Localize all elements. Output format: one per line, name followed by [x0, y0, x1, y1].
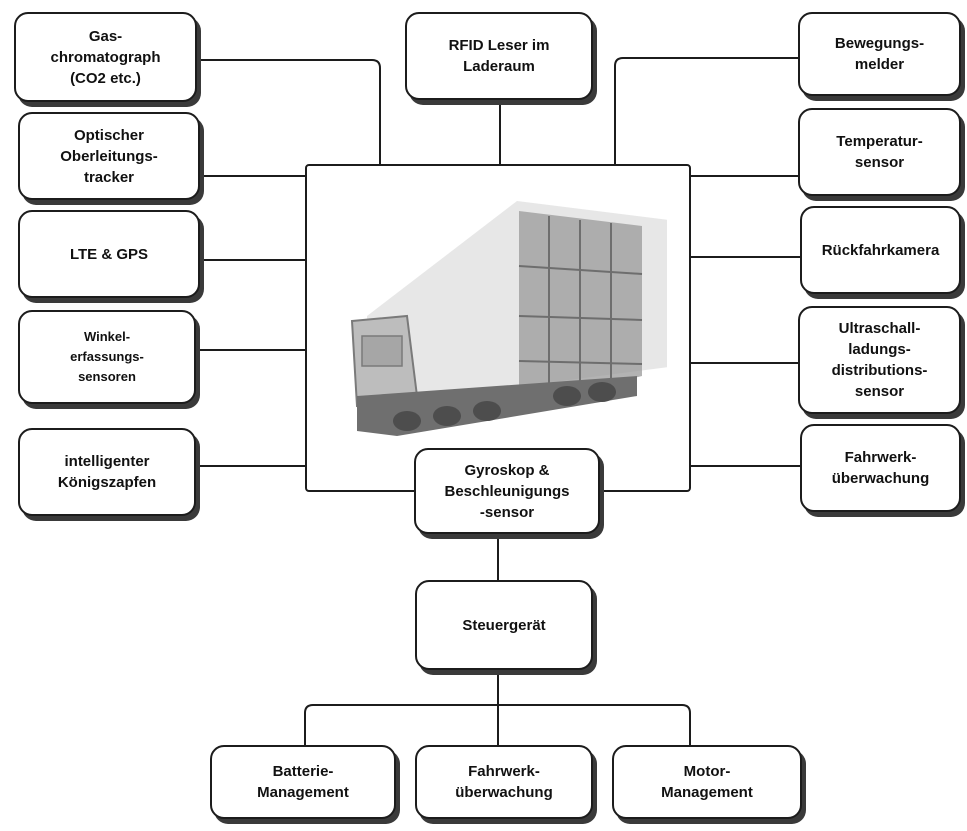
kingpin-box: intelligenter Königszapfen — [18, 428, 196, 516]
rfid-reader-label: RFID Leser im Laderaum — [448, 37, 550, 75]
vehicle-image-frame — [305, 164, 691, 492]
truck-illustration — [350, 201, 667, 436]
motor-management-box: Motor- Management — [612, 745, 802, 819]
ultrasonic-sensor-box: Ultraschall- ladungs- distributions- sen… — [798, 306, 961, 414]
rear-camera-box: Rückfahrkamera — [800, 206, 961, 294]
battery-management-label: Batterie- Management — [257, 763, 349, 801]
gas-chromatograph-box: Gas- chromatograph (CO2 etc.) — [14, 12, 197, 102]
optical-tracker-box: Optischer Oberleitungs- tracker — [18, 112, 200, 200]
control-unit-box: Steuergerät — [415, 580, 593, 670]
control-unit-label: Steuergerät — [462, 616, 546, 634]
rfid-reader-box: RFID Leser im Laderaum — [405, 12, 593, 100]
chassis-monitoring-right-box: Fahrwerk- überwachung — [800, 424, 961, 512]
chassis-monitoring-bottom-box: Fahrwerk- überwachung — [415, 745, 593, 819]
kingpin-label: intelligenter Königszapfen — [57, 453, 157, 491]
gyroscope-box: Gyroskop & Beschleunigungs -sensor — [414, 448, 600, 534]
chassis-monitoring-bottom-label: Fahrwerk- überwachung — [455, 763, 553, 801]
motor-management-label: Motor- Management — [661, 763, 753, 801]
chassis-monitoring-right-label: Fahrwerk- überwachung — [831, 449, 930, 487]
angle-sensors-box: Winkel- erfassungs- sensoren — [18, 310, 196, 404]
lte-gps-box: LTE & GPS — [18, 210, 200, 298]
angle-sensors-label: Winkel- erfassungs- sensoren — [70, 329, 144, 384]
temperature-sensor-label: Temperatur- sensor — [836, 133, 923, 171]
ultrasonic-sensor-label: Ultraschall- ladungs- distributions- sen… — [831, 320, 928, 400]
lte-gps-label: LTE & GPS — [69, 245, 149, 263]
gyroscope-label: Gyroskop & Beschleunigungs -sensor — [444, 461, 570, 521]
temperature-sensor-box: Temperatur- sensor — [798, 108, 961, 196]
motion-detector-box: Bewegungs- melder — [798, 12, 961, 96]
rear-camera-label: Rückfahrkamera — [821, 241, 940, 259]
motion-detector-label: Bewegungs- melder — [834, 35, 925, 73]
optical-tracker-label: Optischer Oberleitungs- tracker — [60, 126, 158, 186]
gas-chromatograph-label: Gas- chromatograph (CO2 etc.) — [50, 27, 161, 87]
battery-management-box: Batterie- Management — [210, 745, 396, 819]
